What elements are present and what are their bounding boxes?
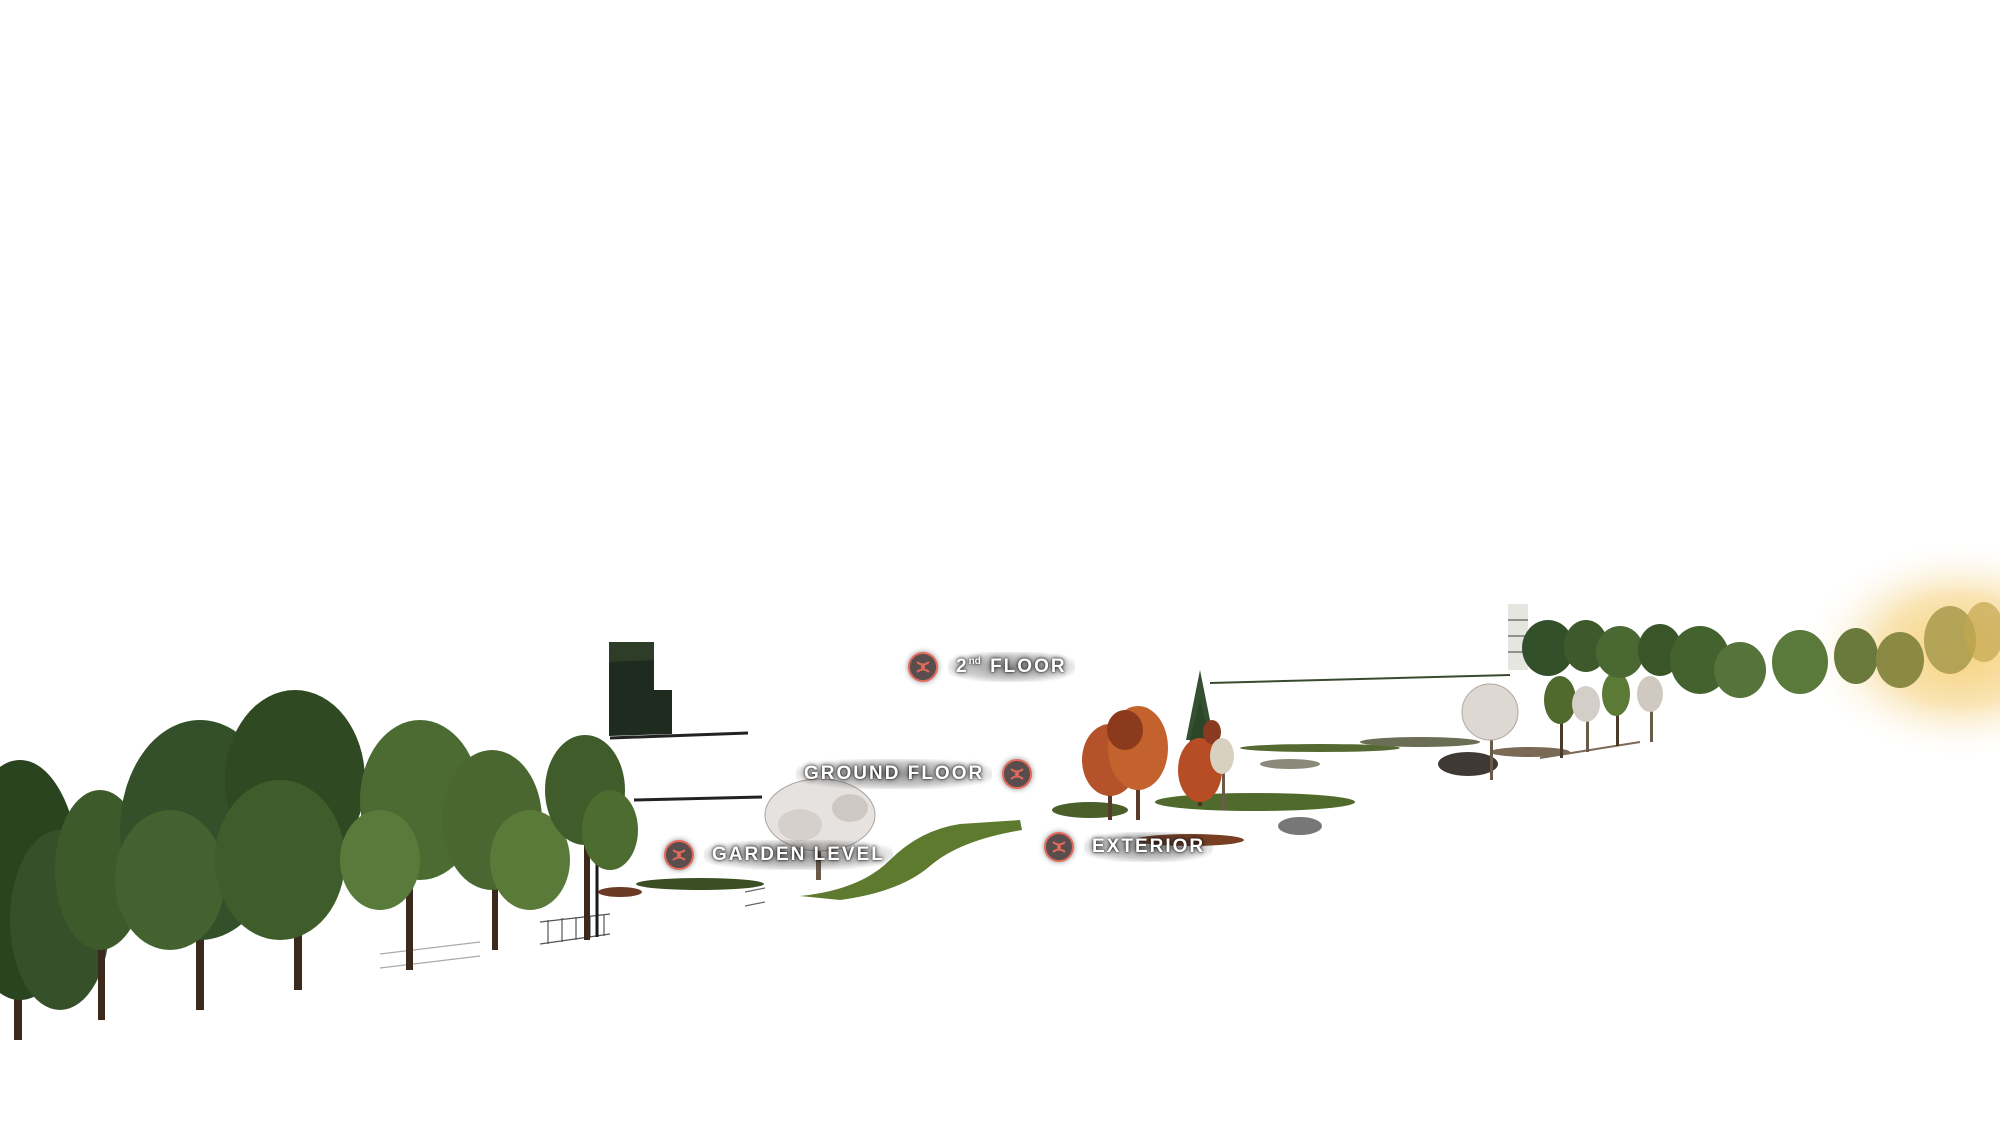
level-marker-icon — [1010, 768, 1024, 780]
level-marker-icon — [916, 661, 930, 673]
level-marker-icon[interactable] — [1044, 832, 1074, 862]
label-ordinal: nd — [968, 656, 981, 667]
hotspot-label[interactable]: GROUND FLOOR — [796, 759, 993, 789]
autumn-trees — [1082, 670, 1234, 820]
hotspot-2nd-floor[interactable]: 2nd FLOOR — [908, 652, 1075, 682]
level-marker-icon — [1052, 841, 1066, 853]
hotspot-label[interactable]: 2nd FLOOR — [948, 652, 1075, 682]
hotspot-exterior[interactable]: EXTERIOR — [1044, 832, 1214, 862]
hotspot-garden-level[interactable]: GARDEN LEVEL — [664, 840, 893, 870]
level-marker-icon — [672, 849, 686, 861]
flowering-tree — [764, 778, 876, 880]
level-marker-icon[interactable] — [908, 652, 938, 682]
right-tree-line — [1461, 602, 2000, 780]
hotspot-ground-floor[interactable]: GROUND FLOOR — [796, 759, 1033, 789]
building-facade — [609, 642, 672, 736]
level-marker-icon[interactable] — [664, 840, 694, 870]
level-marker-icon[interactable] — [1002, 759, 1033, 789]
left-tree-line — [0, 690, 638, 1040]
fence — [379, 887, 766, 969]
building-outline — [609, 674, 1641, 802]
label-text: FLOOR — [990, 656, 1067, 677]
label-number: 2 — [956, 656, 969, 677]
hotspot-label[interactable]: EXTERIOR — [1084, 832, 1214, 862]
hotspot-label[interactable]: GARDEN LEVEL — [704, 840, 893, 870]
